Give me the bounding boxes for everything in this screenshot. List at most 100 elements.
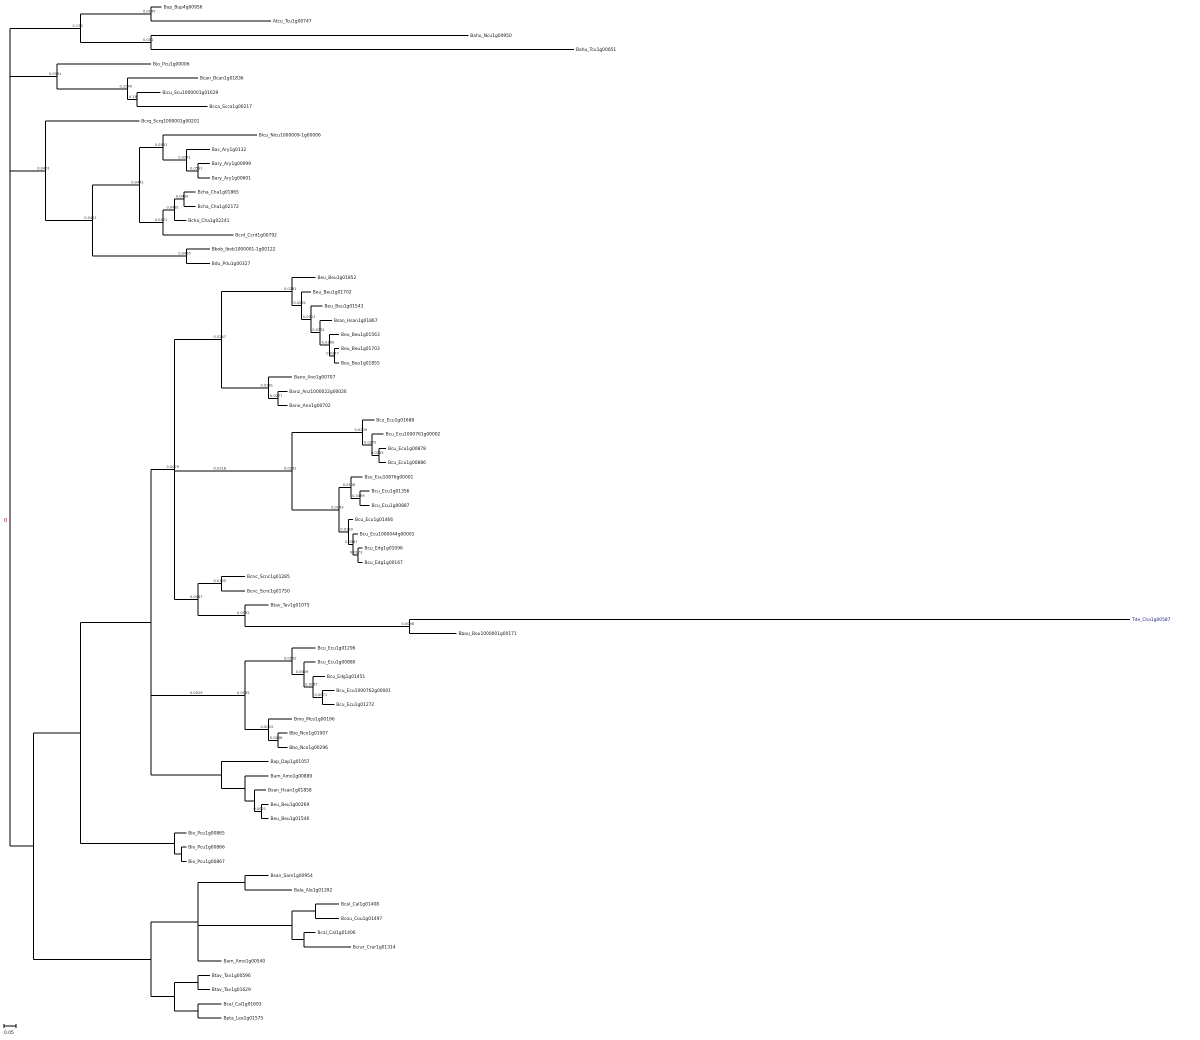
leaf-label: Bcu_Ecu1000761g00002	[386, 432, 441, 438]
leaf-label: Bano_Ano1g00707	[294, 375, 336, 381]
branch-support-value: 0.0092	[237, 611, 250, 615]
branch-support-value: 0.0029	[190, 691, 203, 695]
branch-support-value: 0.0118	[214, 467, 227, 471]
leaf-label: Bcu_Edg1g01096	[365, 546, 404, 552]
branch-support-value: 0.0159	[340, 528, 353, 532]
leaf-label: Bpta_Lea1g01575	[224, 1016, 264, 1022]
branch-support-value: 0.0377	[326, 351, 339, 355]
branch-support-value: 0.0531	[155, 143, 168, 147]
leaf-label: Btav_Tav1g00596	[212, 973, 251, 979]
branch-support-value: 0.0233	[371, 451, 384, 455]
branch-support-value: 0.0198	[343, 483, 356, 487]
branch-support-value: 0.0035	[237, 691, 250, 695]
leaf-label: Bsan_Hsan1g01858	[268, 788, 312, 794]
leaf-label: Bam_Amo1g00540	[224, 959, 266, 965]
branch-support-value: 0.0441	[131, 180, 144, 184]
leaf-label: Bcu_Ecu1g01688	[376, 417, 414, 423]
branch-support-value: 0.0292	[293, 301, 306, 305]
branch-support-value: 0.0167	[345, 540, 358, 544]
leaf-label: Bam_Amo1g00889	[271, 773, 313, 779]
tree-support-labels: 0.00450.0510.1350.180.10490.05910.05910.…	[37, 10, 415, 811]
tree-branches	[9, 6, 1130, 1019]
branch-support-value: 0.0209	[355, 428, 368, 432]
leaf-label: Bcha_Cha1g02172	[198, 204, 239, 210]
leaf-label: Bio_Pcu1g00867	[188, 859, 225, 865]
branch-support-value: 0.0591	[49, 72, 62, 76]
branch-support-value: 0.0401	[37, 166, 50, 170]
branch-support-value: 0.0071	[315, 693, 328, 697]
leaf-label: Bcu_Ecu1g00880	[318, 660, 356, 666]
branch-support-value: 0.0048	[270, 736, 283, 740]
branch-support-value: 0.0087	[190, 595, 203, 599]
leaf-label: Bcha_Cha1g02241	[188, 218, 229, 224]
branch-support-value: 0.0571	[178, 156, 191, 160]
leaf-label: Bcu_Ecu1g00878	[388, 446, 426, 452]
leaf-label: Bcu_Edg1g01451	[327, 674, 366, 680]
leaf-label: Beu_Beu1g01546	[271, 816, 310, 822]
leaf-label: Bbo_Nco1g01907	[289, 731, 328, 737]
leaf-label: Beu_Beu1g00269	[271, 802, 310, 808]
scale-bar-label: 0.05	[4, 1030, 14, 1036]
branch-support-value: 0.0098	[402, 622, 415, 626]
leaf-label: Bary_Ary1g00099	[212, 161, 251, 167]
leaf-label: Bcu_Ecu1g01356	[372, 489, 410, 495]
leaf-label: Bio_Pcu1g00006	[153, 61, 190, 67]
leaf-label: Bcu_Ecu1g00887	[372, 503, 410, 509]
leaf-label: Bcrar_Crar1g01314	[353, 944, 396, 950]
branch-support-value: 0.18	[129, 95, 138, 99]
branch-support-value: 0.0411	[84, 216, 97, 220]
leaf-label: Bcu_Ecu1g01466	[355, 517, 393, 523]
branch-support-value: 0.0199	[352, 494, 365, 498]
leaf-label: Bcan_Bcan1g01836	[200, 76, 244, 82]
leaf-label: Banz_Anz1000022g00026	[289, 389, 347, 395]
leaf-label: Bmo_Mco1g00196	[294, 716, 335, 722]
leaf-label: Bcal_Cal1g01408	[341, 902, 379, 908]
leaf-label: Bcrd_Ccrd1g00792	[235, 232, 277, 238]
leaf-label: Bicu_Scu1000001g01629	[162, 90, 218, 96]
branch-support-value: 0.0021	[253, 807, 266, 811]
leaf-label: Bcal_Cal1g01406	[318, 930, 356, 936]
branch-support-value: 0.0471	[155, 218, 168, 222]
branch-support-value: 0.0331	[312, 328, 325, 332]
leaf-label: Blcu_Nicu1000009-1g00006	[259, 133, 321, 139]
branch-support-value: 0.0281	[284, 287, 297, 291]
branch-support-value: 0.0229	[364, 440, 377, 444]
leaf-label: Bap_Dap1g01057	[271, 759, 310, 765]
branch-support-value: 0.051	[143, 38, 153, 42]
leaf-label: Atcu_Tcu1g00747	[273, 19, 312, 25]
leaf-label: Bcnc_Scnc1g01750	[247, 588, 290, 594]
leaf-label: Tde_Cha1g00587	[1131, 617, 1171, 623]
branch-support-value: 0.0301	[303, 315, 316, 319]
leaf-label: Bio_Pcu1g00865	[188, 830, 225, 836]
branch-support-value: 0.0067	[305, 682, 318, 686]
leaf-label: Bcou_Cou1g01497	[341, 916, 382, 922]
branch-support-value: 0.0435	[178, 252, 191, 256]
leaf-label: Beu_Beu1g01855	[341, 360, 380, 366]
leaf-label: Beu_Beu1g01543	[325, 304, 364, 310]
leaf-label: Bahu_Ncu1g00950	[470, 33, 512, 39]
leaf-label: Bcha_Cha1g01865	[198, 190, 239, 196]
leaf-label: Bcu_Ecu1g00886	[388, 460, 426, 466]
branch-support-value: 0.135	[73, 24, 83, 28]
leaf-label: Bano_Ano1g00702	[289, 403, 331, 409]
scale-bar: 0.05	[3, 1024, 17, 1036]
branch-support-value: 0.0131	[284, 467, 297, 471]
leaf-label: Bary_Ary1g00601	[212, 175, 251, 181]
branch-support-value: 0.0143	[331, 505, 344, 509]
branch-support-value: 0.0261	[261, 383, 274, 387]
leaf-label: Bdu_Pdu1g00327	[212, 261, 251, 267]
leaf-label: Bbo_Nco1g00296	[289, 745, 328, 751]
leaf-label: Bcal_Cal1g01693	[224, 1001, 262, 1007]
leaf-label: Bcu_Ecu1g01272	[336, 702, 374, 708]
branch-support-value: 0.0045	[143, 10, 156, 14]
branch-support-value: 0.0247	[214, 335, 227, 339]
branch-support-value: 0.0059	[296, 670, 309, 674]
branch-support-value: 0.0043	[261, 725, 274, 729]
leaf-label: Bac_Ary1g0132	[212, 147, 247, 153]
leaf-label: Beu_Beu1g01563	[341, 332, 380, 338]
leaf-label: Btav_Tav1g01075	[271, 603, 310, 609]
leaf-label: Beu_Beu1g01852	[318, 275, 357, 281]
leaf-label: Bsan_Hsan1g01867	[334, 318, 378, 324]
branch-support-value: 0.0591	[190, 166, 203, 170]
